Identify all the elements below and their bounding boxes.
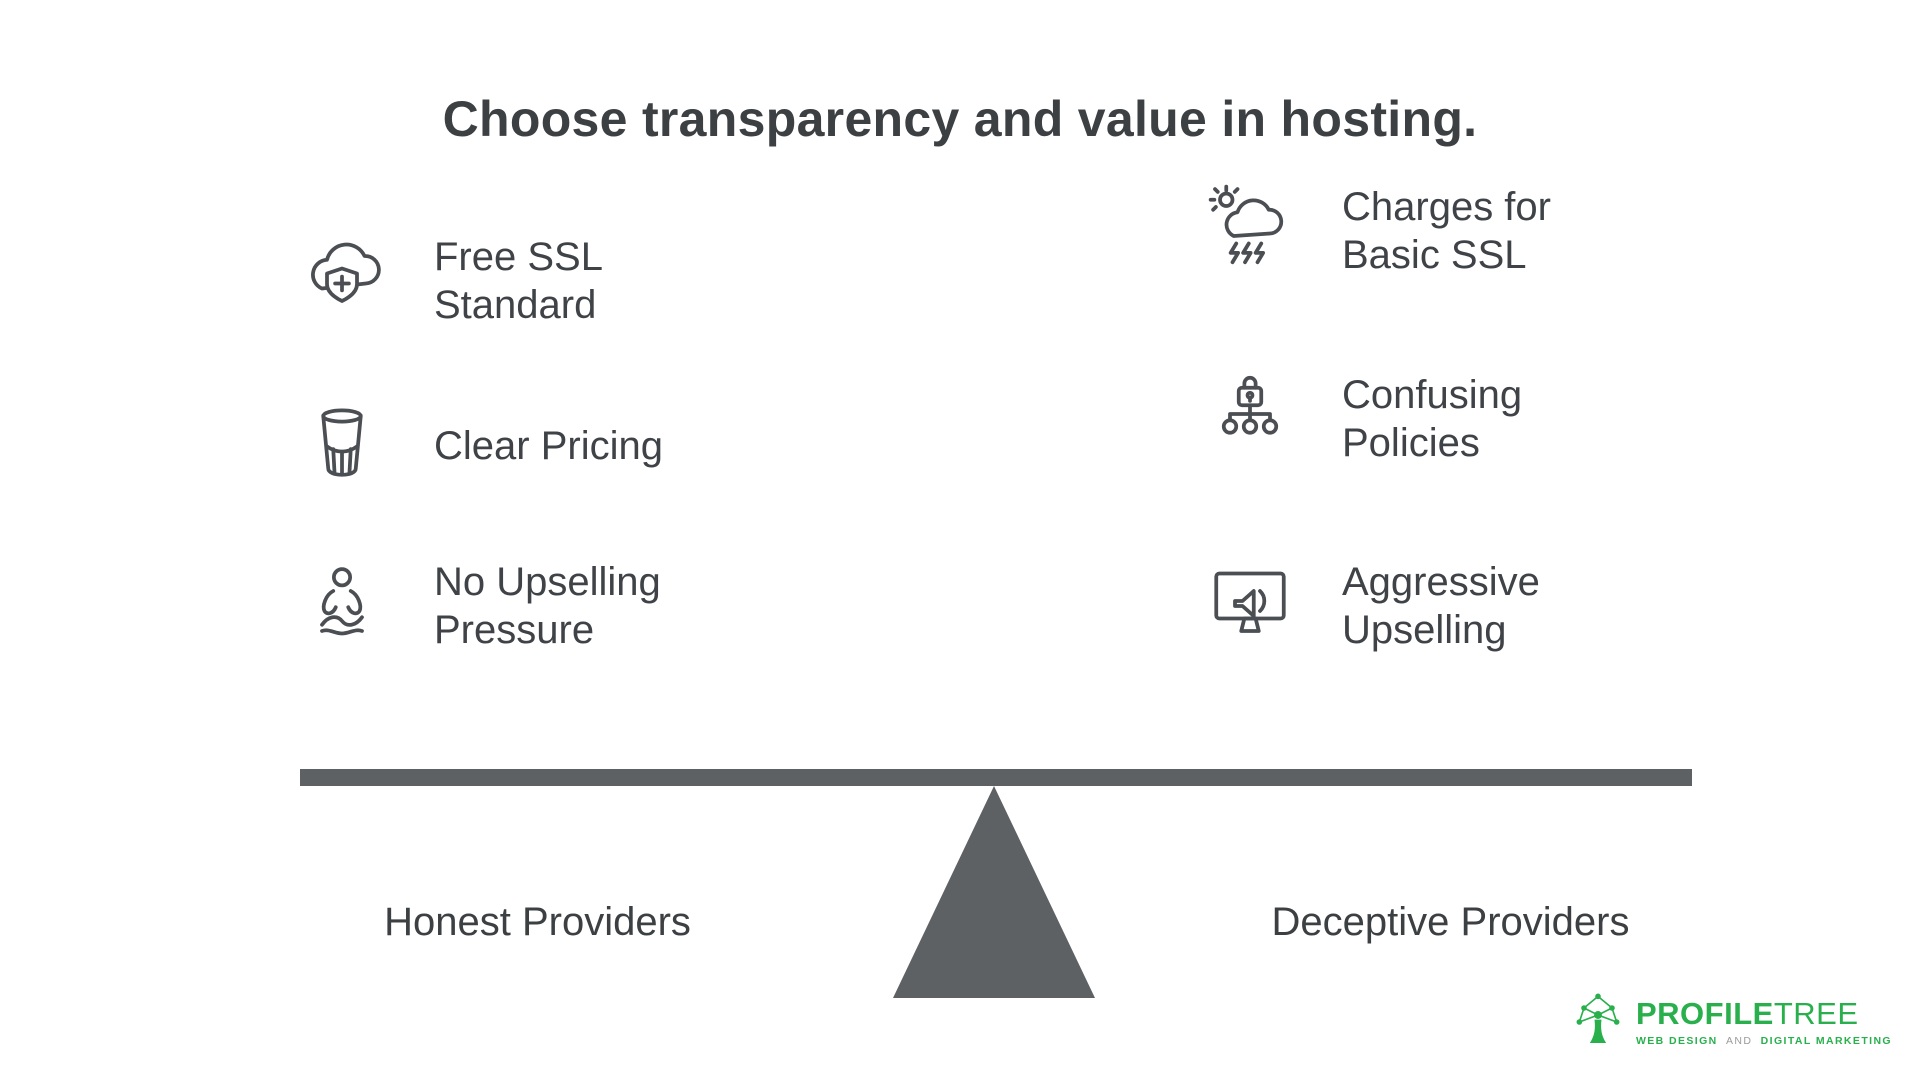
meditation-icon	[320, 567, 364, 636]
monitor-megaphone-icon	[1214, 571, 1286, 633]
ssl-shield-cloud-icon	[311, 242, 381, 303]
list-item-charges-ssl: Charges for Basic SSL	[1200, 181, 1551, 281]
honest-providers-label: Honest Providers	[384, 900, 691, 944]
profiletree-logo: PROFILETREE WEB DESIGN AND DIGITAL MARKE…	[1570, 984, 1892, 1060]
storm-cloud-icon	[1208, 184, 1284, 265]
page-title: Choose transparency and value in hosting…	[442, 91, 1478, 147]
list-item-label: Clear Pricing	[434, 424, 663, 468]
brand-name: PROFILETREE	[1636, 998, 1892, 1029]
list-item-confusing-policies: Confusing Policies	[1200, 369, 1522, 469]
balance-beam	[300, 769, 1692, 786]
profiletree-tree-icon	[1576, 993, 1620, 1043]
list-item-clear-pricing: Clear Pricing	[292, 396, 663, 496]
brand-name-secondary: TREE	[1773, 995, 1859, 1031]
tagline-digital-marketing: DIGITAL MARKETING	[1760, 1034, 1892, 1047]
deceptive-providers-label: Deceptive Providers	[1271, 900, 1630, 944]
brand-text-block: PROFILETREE WEB DESIGN AND DIGITAL MARKE…	[1636, 998, 1892, 1047]
list-item-free-ssl: Free SSL Standard	[292, 231, 603, 331]
list-item-label: Charges for Basic SSL	[1342, 185, 1551, 277]
list-item-no-upselling: No Upselling Pressure	[292, 556, 661, 656]
glass-icon	[321, 408, 363, 477]
list-item-label: Free SSL Standard	[434, 235, 603, 327]
list-item-label: Aggressive Upselling	[1342, 560, 1540, 652]
list-item-aggressive-upselling: Aggressive Upselling	[1200, 556, 1540, 656]
list-item-label: Confusing Policies	[1342, 373, 1523, 465]
tagline-web-design: WEB DESIGN	[1635, 1034, 1718, 1047]
brand-name-primary: PROFILE	[1635, 995, 1774, 1031]
list-item-label: No Upselling Pressure	[434, 560, 661, 652]
brand-tagline: WEB DESIGN AND DIGITAL MARKETING	[1636, 1035, 1892, 1047]
tagline-and: AND	[1725, 1034, 1753, 1047]
balance-fulcrum-triangle	[893, 786, 1095, 998]
lock-hierarchy-icon	[1221, 375, 1279, 435]
